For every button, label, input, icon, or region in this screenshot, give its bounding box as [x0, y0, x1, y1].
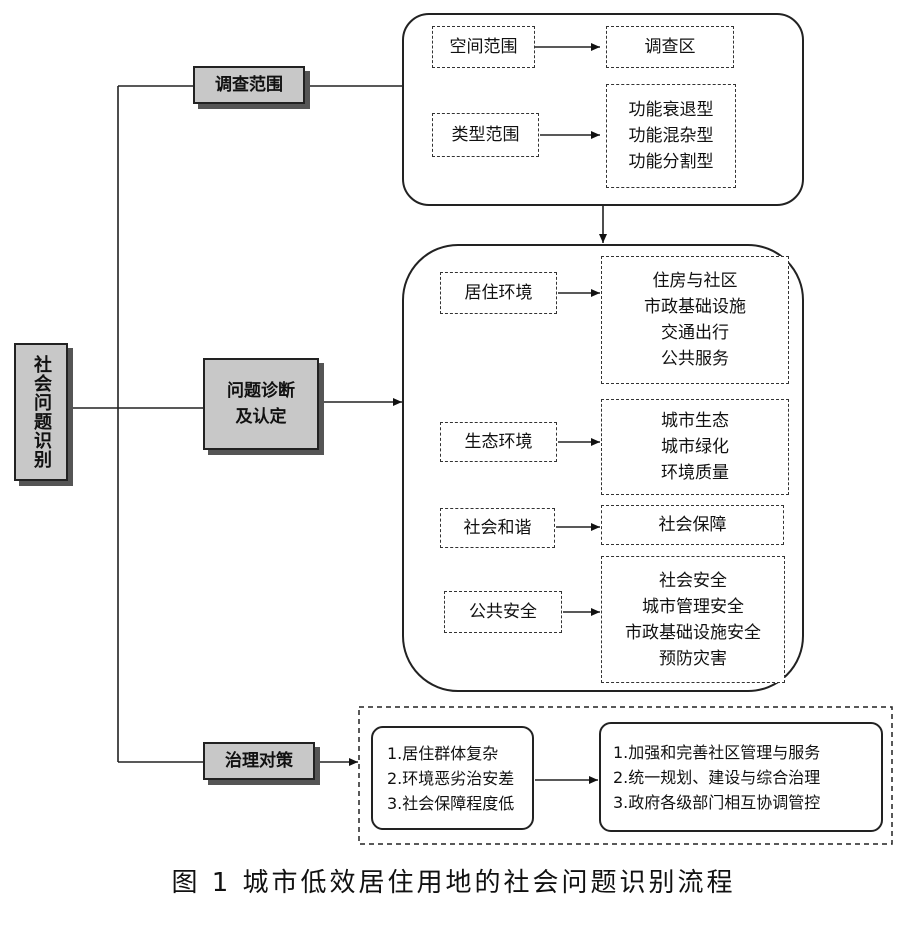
eco-env-item: 城市生态 [661, 411, 729, 431]
measure-item: 1.加强和完善社区管理与服务 [613, 742, 821, 762]
public-safety-box: 公共安全 [444, 591, 562, 633]
measure-item: 2.统一规划、建设与综合治理 [613, 767, 821, 787]
public-safety-item: 市政基础设施安全 [625, 622, 761, 643]
problem-item: 1.居住群体复杂 [387, 743, 499, 763]
living-env-items-box: 住房与社区 市政基础设施 交通出行 公共服务 [601, 256, 789, 384]
branch-diagnosis-line2: 及认定 [235, 407, 287, 427]
eco-env-item: 城市绿化 [661, 437, 729, 457]
type-target-item: 功能衰退型 [628, 100, 714, 120]
social-harmony-items-box: 社会保障 [601, 505, 784, 545]
branch-governance: 治理对策 [203, 742, 315, 780]
problem-item: 3.社会保障程度低 [387, 793, 515, 813]
public-safety-item: 预防灾害 [659, 648, 727, 669]
branch-governance-label: 治理对策 [225, 751, 293, 771]
eco-env-box: 生态环境 [440, 422, 557, 462]
public-safety-items-box: 社会安全 城市管理安全 市政基础设施安全 预防灾害 [601, 556, 785, 683]
living-env-item: 交通出行 [661, 323, 729, 343]
public-safety-item: 城市管理安全 [642, 596, 744, 617]
branch-diagnosis: 问题诊断 及认定 [203, 358, 319, 450]
root-label: 社会问题识别 [31, 355, 52, 469]
problem-item: 2.环境恶劣治安差 [387, 768, 515, 788]
social-harmony-box: 社会和谐 [440, 508, 555, 548]
governance-container [358, 706, 893, 845]
survey-area-box: 调查区 [606, 26, 734, 68]
living-env-box: 居住环境 [440, 272, 557, 314]
branch-survey-label: 调查范围 [215, 75, 283, 95]
spatial-scope-label: 空间范围 [449, 37, 518, 57]
type-target-item: 功能分割型 [628, 152, 714, 172]
social-harmony-item: 社会保障 [658, 515, 727, 535]
eco-env-item: 环境质量 [661, 463, 729, 483]
living-env-label: 居住环境 [464, 283, 533, 303]
figure-caption: 图 1 城市低效居住用地的社会问题识别流程 [171, 868, 736, 898]
living-env-item: 公共服务 [661, 349, 729, 369]
eco-env-items-box: 城市生态 城市绿化 环境质量 [601, 399, 789, 495]
problems-box: 1.居住群体复杂 2.环境恶劣治安差 3.社会保障程度低 [371, 726, 534, 830]
type-target-item: 功能混杂型 [628, 126, 714, 146]
spatial-scope-box: 空间范围 [432, 26, 535, 68]
public-safety-item: 社会安全 [659, 570, 727, 591]
living-env-item: 市政基础设施 [644, 297, 746, 317]
survey-container [402, 13, 804, 206]
type-targets-box: 功能衰退型 功能混杂型 功能分割型 [606, 84, 736, 188]
type-scope-box: 类型范围 [432, 113, 539, 157]
measure-item: 3.政府各级部门相互协调管控 [613, 792, 821, 812]
public-safety-label: 公共安全 [469, 602, 537, 622]
measures-box: 1.加强和完善社区管理与服务 2.统一规划、建设与综合治理 3.政府各级部门相互… [599, 722, 883, 832]
branch-diagnosis-line1: 问题诊断 [227, 381, 295, 401]
branch-survey: 调查范围 [193, 66, 305, 104]
social-harmony-label: 社会和谐 [463, 518, 532, 538]
diagnosis-container [402, 244, 804, 692]
type-scope-label: 类型范围 [451, 125, 520, 145]
survey-area-label: 调查区 [644, 37, 696, 57]
root-box: 社会问题识别 [14, 343, 68, 481]
eco-env-label: 生态环境 [464, 432, 533, 452]
living-env-item: 住房与社区 [652, 271, 738, 291]
